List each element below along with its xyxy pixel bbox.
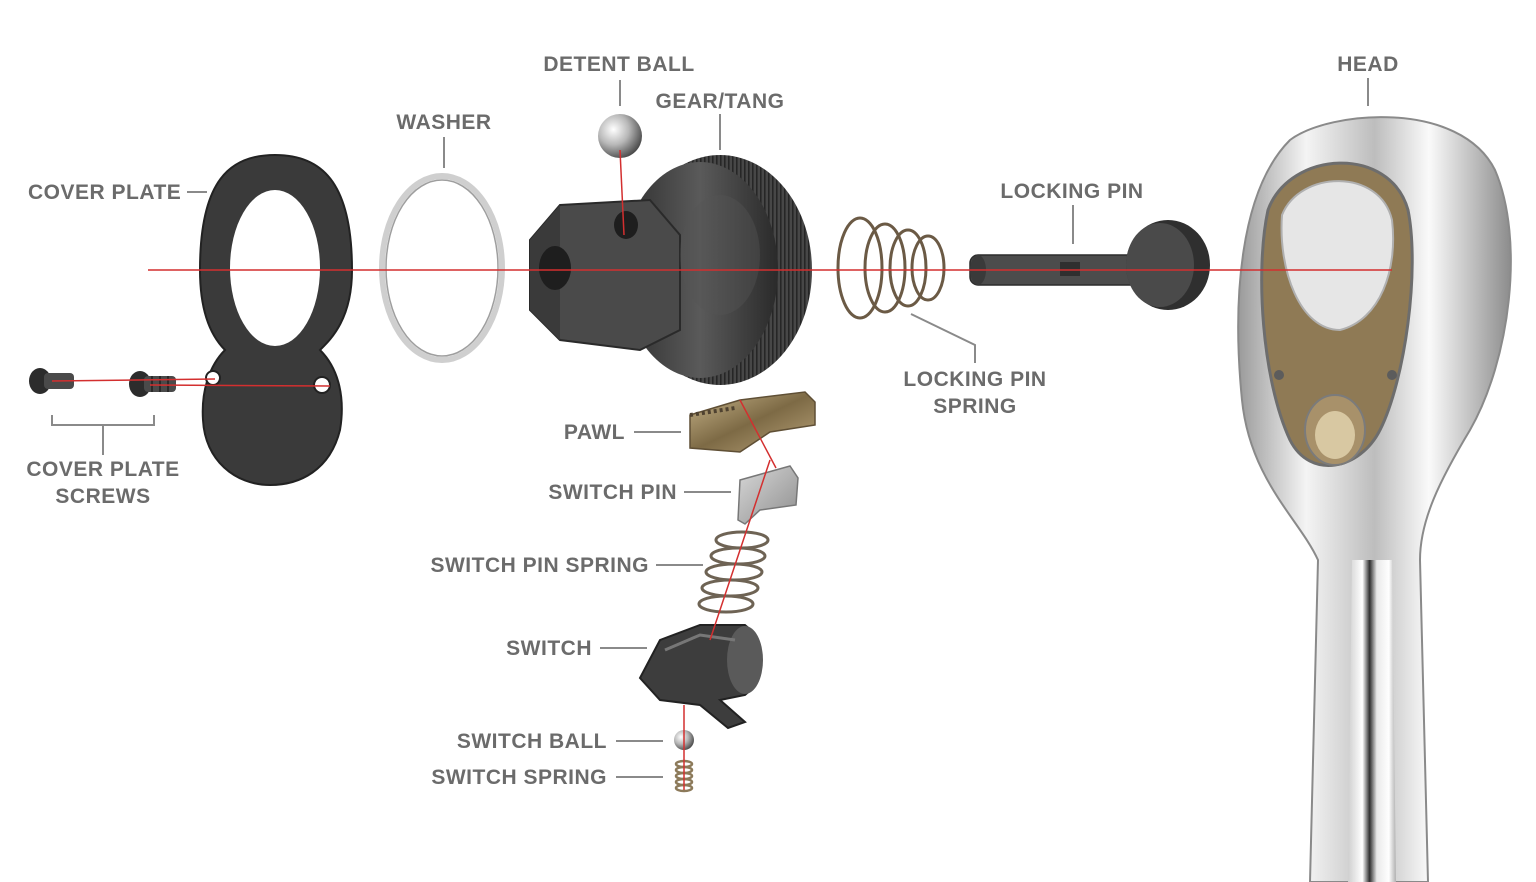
label-locking-pin-spring-line1: LOCKING PIN [903,368,1047,391]
label-detent-ball: DETENT BALL [543,53,695,76]
label-switch-spring: SWITCH SPRING [431,766,607,789]
locking-pin [969,220,1210,310]
washer [379,173,505,363]
label-locking-pin-spring-line2: SPRING [933,395,1017,418]
leader-lines [51,78,1369,778]
switch-pin [737,465,799,525]
label-gear-tang: GEAR/TANG [655,90,785,113]
switch-pin-spring [697,530,770,614]
label-switch-ball: SWITCH BALL [456,730,607,753]
cover-plate-screw-right [129,371,176,397]
label-pawl: PAWL [563,421,625,444]
pawl [689,391,816,453]
screw-axis-right [149,384,331,387]
cover-plate-screw-left [29,368,74,394]
leader-locking-pin-spring [910,313,976,363]
assembly-axes [51,149,1392,790]
label-cover-plate-screws-line1: COVER PLATE [26,458,180,481]
label-switch-pin: SWITCH PIN [548,481,677,504]
detent-axis [619,149,625,236]
label-washer: WASHER [396,111,492,134]
cover-plate [198,153,354,487]
locking-pin-spring [836,216,946,320]
label-switch: SWITCH [506,637,592,660]
detent-ball [598,114,642,158]
label-head: HEAD [1337,53,1399,76]
screw-axis-left [51,378,216,382]
ratchet-head [1237,116,1512,882]
switch-axis [709,459,771,641]
label-cover-plate-screws-line2: SCREWS [55,485,151,508]
label-locking-pin: LOCKING PIN [1000,180,1144,203]
label-switch-pin-spring: SWITCH PIN SPRING [430,554,649,577]
label-cover-plate: COVER PLATE [28,181,182,204]
leader-cover-plate-screws [51,415,155,426]
switch [638,624,763,730]
pawl-switch-axis [739,399,777,469]
